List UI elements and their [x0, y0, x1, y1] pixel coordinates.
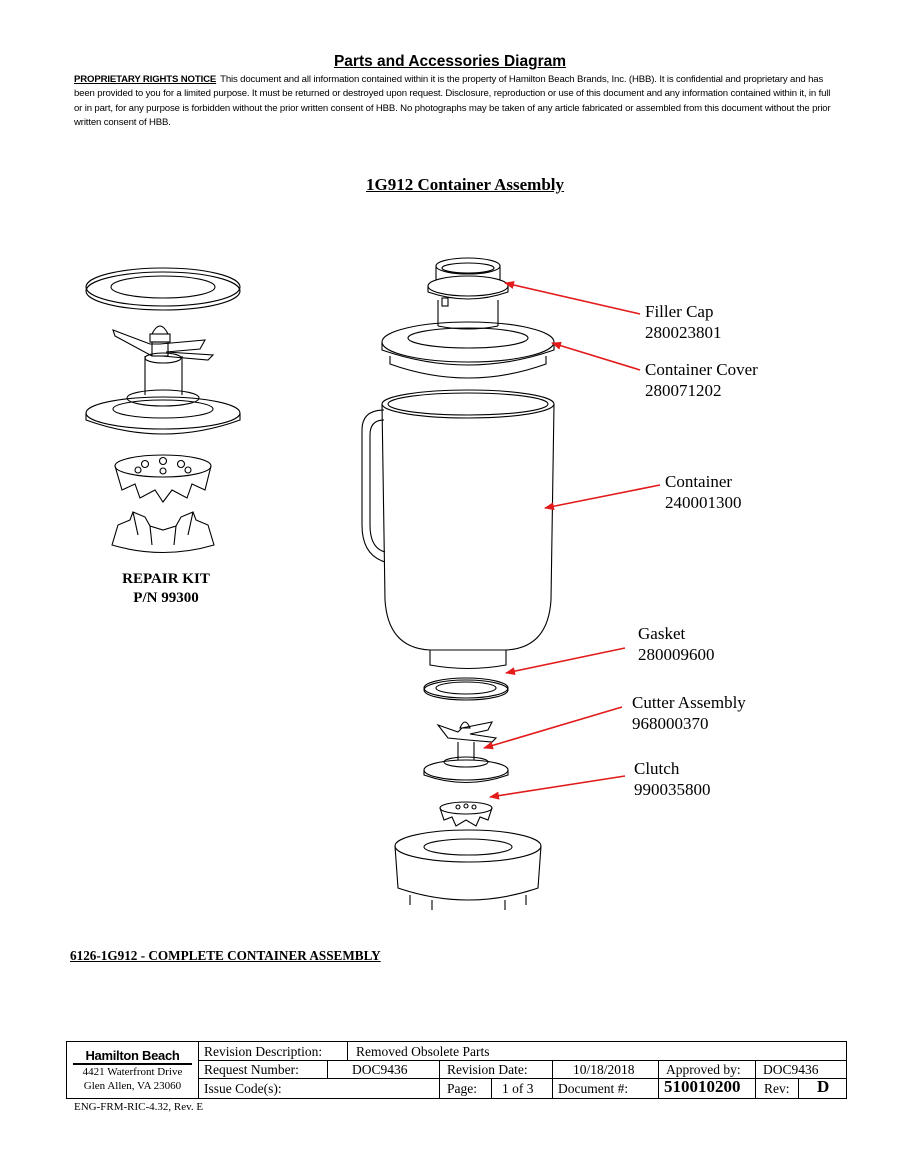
callout-arrows: [483, 281, 661, 800]
revision-description-label: Revision Description:: [204, 1044, 323, 1059]
col-divider: [658, 1060, 659, 1098]
col-divider: [347, 1042, 348, 1060]
filler-cap: [427, 257, 509, 326]
revision-description-value: Removed Obsolete Parts: [356, 1044, 490, 1059]
address-line1: 4421 Waterfront Drive: [82, 1066, 183, 1078]
document-number-value: 510010200: [664, 1077, 741, 1096]
revision-date-label: Revision Date:: [447, 1062, 528, 1077]
document-number-label: Document #:: [558, 1081, 629, 1096]
cutter-assembly: [423, 721, 509, 784]
company-logo: Hamilton Beach: [85, 1048, 180, 1063]
assembly-title: 1G912 Container Assembly: [365, 175, 565, 194]
approved-by-value: DOC9436: [763, 1062, 819, 1077]
request-number-value: DOC9436: [352, 1062, 408, 1077]
issue-codes-label: Issue Code(s):: [204, 1081, 282, 1096]
col-divider: [552, 1060, 553, 1098]
notice-text: This document and all information contai…: [74, 74, 831, 128]
col-divider: [439, 1060, 440, 1098]
clutch: [439, 801, 493, 827]
repair-kit-gasket: [85, 267, 241, 311]
revision-date-value: 10/18/2018: [573, 1062, 635, 1077]
page-label: Page:: [447, 1081, 477, 1096]
form-identifier: ENG-FRM-RIC-4.32, Rev. E: [74, 1101, 204, 1113]
col-divider: [327, 1060, 328, 1078]
request-number-label: Request Number:: [204, 1062, 299, 1077]
approved-by-label: Approved by:: [666, 1062, 741, 1077]
repair-kit-clutch-bottom: [111, 511, 215, 553]
col-divider: [755, 1060, 756, 1098]
notice-label: PROPRIETARY RIGHTS NOTICE: [74, 74, 217, 85]
gasket: [423, 677, 509, 701]
document-title: Parts and Accessories Diagram: [333, 53, 567, 70]
container-cover: [381, 321, 555, 379]
rev-label: Rev:: [764, 1081, 790, 1096]
row-divider: [198, 1078, 846, 1079]
repair-kit-clutch-top: [114, 454, 212, 503]
col-divider: [798, 1078, 799, 1098]
title-block: Hamilton Beach 4421 Waterfront Drive Gle…: [66, 1041, 847, 1099]
col-divider: [491, 1078, 492, 1098]
repair-kit-cutter-assembly: [85, 325, 241, 435]
row-divider: [198, 1060, 846, 1061]
company-block: Hamilton Beach 4421 Waterfront Drive Gle…: [67, 1042, 199, 1098]
container: [361, 389, 555, 670]
address-line2: Glen Allen, VA 23060: [83, 1080, 182, 1092]
container-base: [394, 829, 542, 910]
rev-value: D: [817, 1077, 830, 1096]
complete-assembly-label: 6126-1G912 - COMPLETE CONTAINER ASSEMBLY: [70, 948, 381, 963]
logo-underline: [73, 1063, 192, 1065]
page-value: 1 of 3: [502, 1081, 534, 1096]
